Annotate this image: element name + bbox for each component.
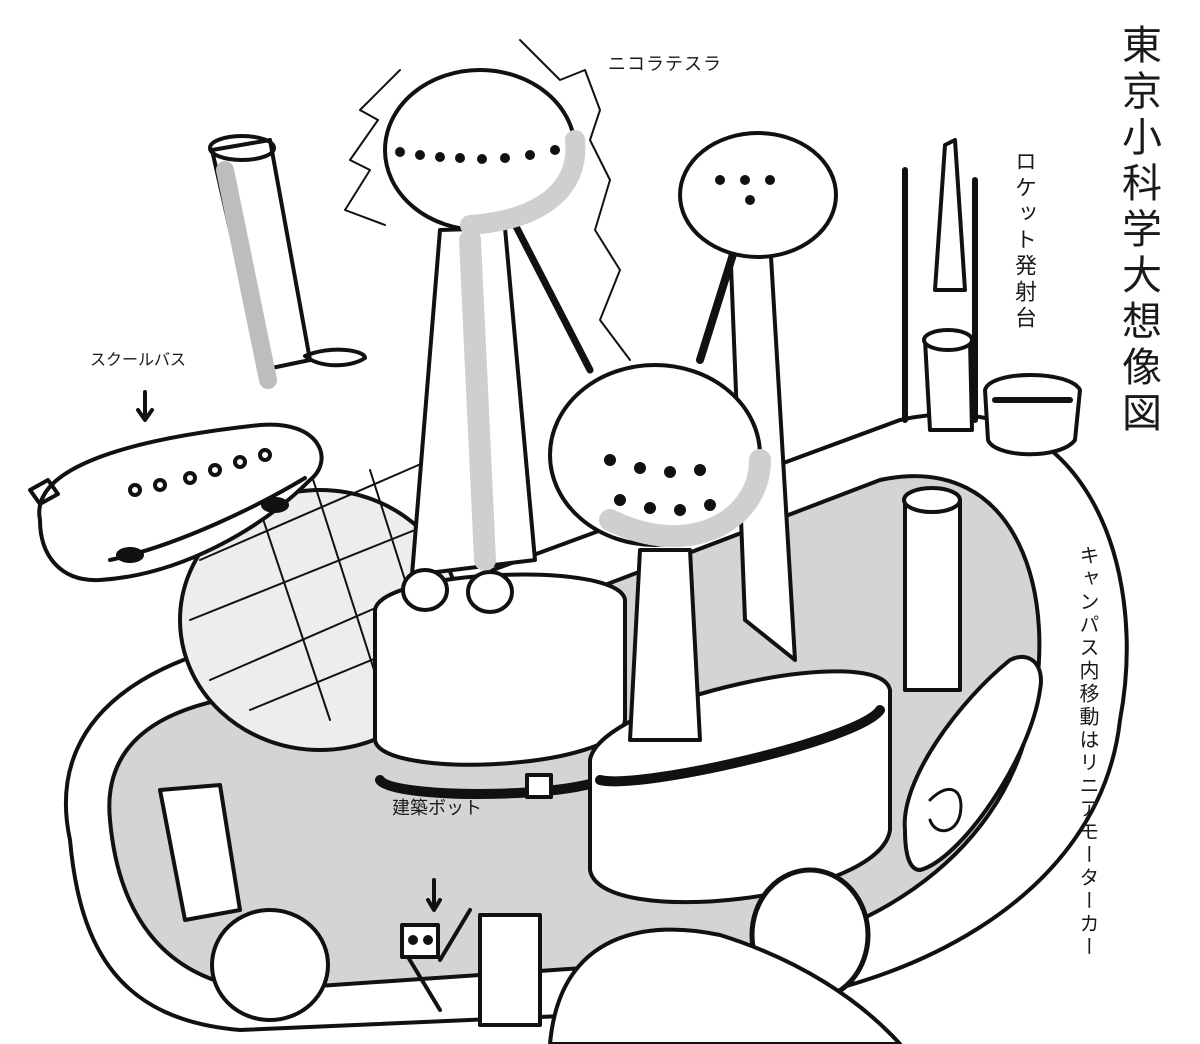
construction-block: [478, 913, 542, 1027]
linear-motor-car: [902, 654, 1043, 872]
small-robot: [525, 773, 553, 799]
foreground-column-left: [158, 783, 242, 922]
tesla-coil-label: ニコラテスラ: [608, 54, 722, 75]
pillar-right: [903, 498, 962, 692]
rocket-label: ロケット発射台: [1011, 150, 1036, 332]
school-bus-blimp: [28, 422, 324, 583]
front-sphere-tower: [548, 363, 892, 905]
rocket: [902, 138, 978, 432]
chimney: [208, 134, 367, 389]
campus-transport-label: キャンパス内移動はリニアモーターカー: [1076, 545, 1100, 959]
lightning-left: [344, 69, 401, 226]
lightning-right: [519, 39, 631, 361]
title-text: 東京小科学大想像図: [1115, 24, 1161, 438]
builder-robot-label: 建築ボット: [392, 798, 482, 819]
foreground-mound: [548, 927, 902, 1044]
water-tank: [983, 373, 1082, 457]
builder-robot: [400, 908, 472, 1012]
foreground-drum: [210, 908, 330, 1022]
arrow-to-robot: [426, 878, 442, 912]
school-bus-label: スクールバス: [90, 350, 187, 369]
arrow-to-bus: [136, 390, 154, 422]
main-tower: [373, 68, 627, 799]
